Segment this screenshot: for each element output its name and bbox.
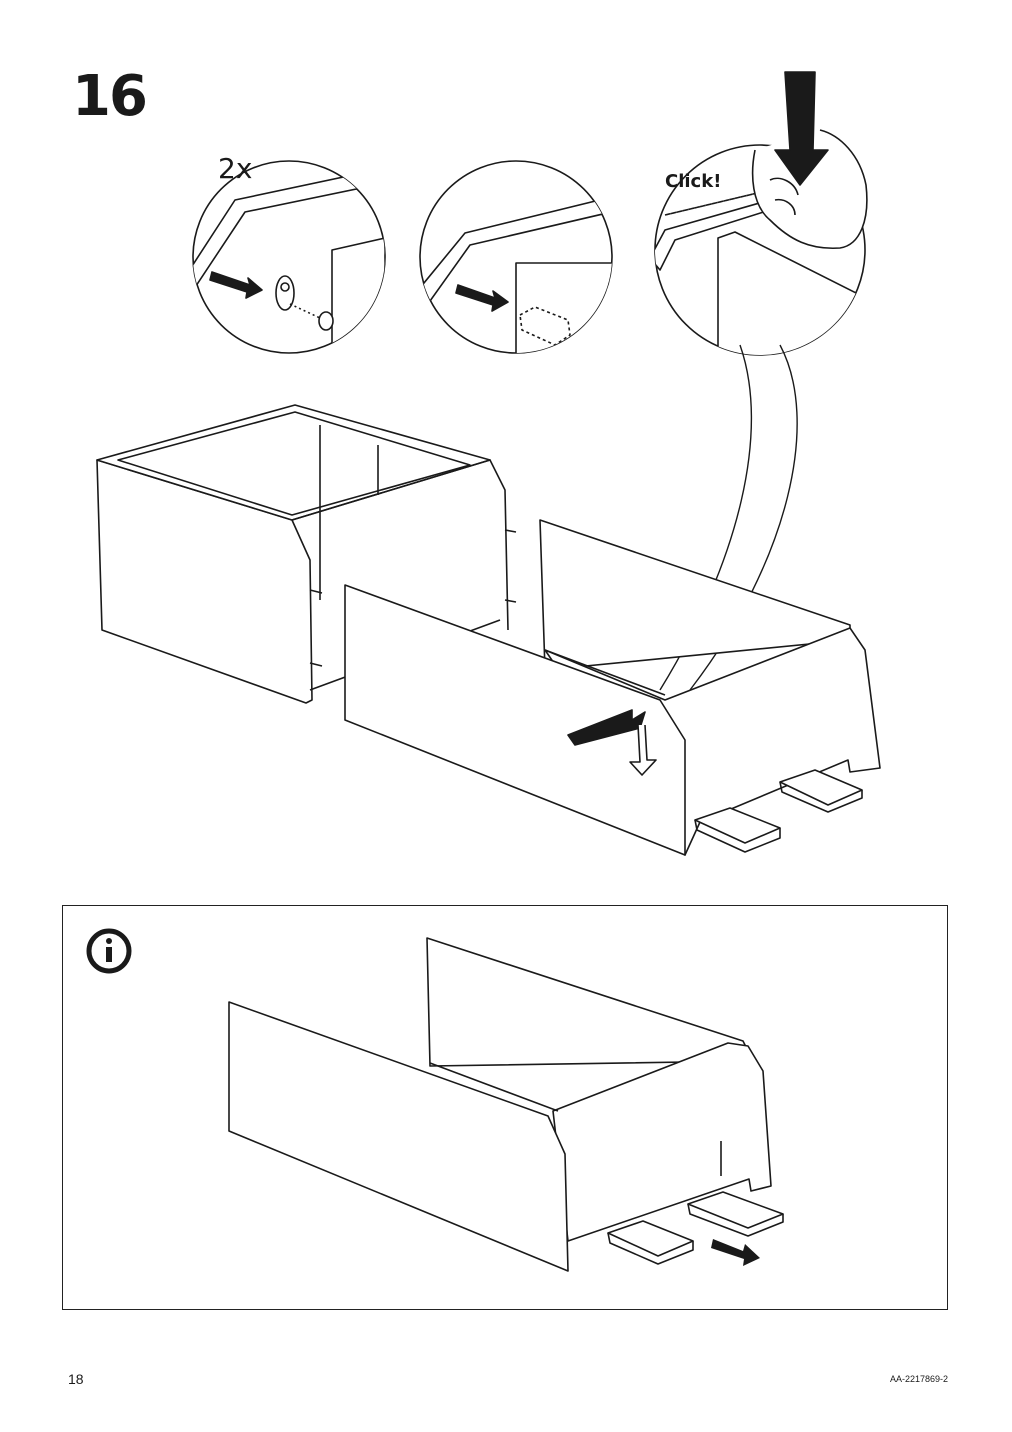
- quantity-label: 2x: [218, 152, 253, 185]
- book-icon: [694, 769, 863, 853]
- info-icon: [86, 928, 132, 974]
- arrow-icon: [774, 71, 829, 186]
- click-label: Click!: [665, 171, 722, 192]
- arrow-icon: [209, 271, 263, 299]
- arrow-icon: [629, 724, 657, 776]
- step-number: 16: [72, 64, 148, 129]
- document-code: AA-2217869-2: [889, 1374, 948, 1384]
- book-icon: [607, 1220, 694, 1257]
- right-box: [344, 519, 881, 856]
- arrow-icon: [455, 284, 509, 312]
- arrow-icon: [711, 1239, 760, 1266]
- page-number: 18: [68, 1371, 84, 1387]
- left-cabinet: [96, 404, 517, 704]
- detail-circle-1: [192, 160, 386, 354]
- detail-circle-2: [419, 160, 613, 354]
- info-box: [62, 905, 948, 1310]
- book-icon: [687, 1191, 784, 1229]
- arrow-icon: [567, 709, 646, 746]
- info-illustration: [86, 928, 784, 1272]
- detail-circle-3: [654, 71, 868, 356]
